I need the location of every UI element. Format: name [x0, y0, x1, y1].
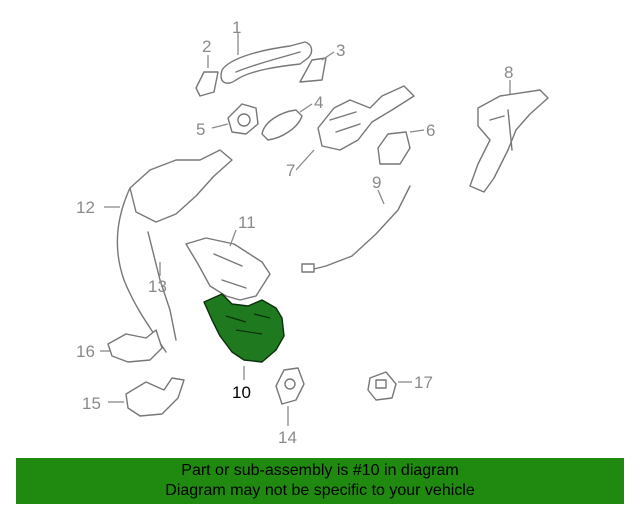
part-8-inner-handle — [469, 89, 549, 193]
callout-6: 6 — [426, 121, 435, 140]
leader-6 — [409, 129, 425, 133]
banner-line-1: Part or sub-assembly is #10 in diagram — [181, 462, 459, 479]
parts-diagram: 1 2 3 4 5 6 7 8 9 — [76, 18, 549, 447]
part-9-cable — [301, 185, 411, 273]
callout-1: 1 — [232, 18, 241, 37]
callout-4: 4 — [314, 93, 323, 112]
callout-11: 11 — [238, 213, 256, 232]
callout-17: 17 — [414, 373, 433, 392]
callout-16: 16 — [76, 342, 95, 361]
info-banner: Part or sub-assembly is #10 in diagram D… — [16, 458, 624, 504]
leader-3 — [321, 51, 335, 61]
callout-7: 7 — [286, 161, 295, 180]
part-4-bezel — [261, 109, 303, 141]
part-16-upper-hinge — [107, 329, 163, 363]
callout-10: 10 — [232, 383, 251, 402]
callout-13: 13 — [148, 277, 167, 296]
callout-2: 2 — [202, 37, 211, 56]
leader-4 — [299, 103, 313, 113]
part-1-outer-handle — [220, 41, 313, 84]
callout-14: 14 — [278, 428, 297, 447]
part-17-switch — [367, 371, 397, 401]
callout-15: 15 — [82, 394, 101, 413]
callout-5: 5 — [196, 120, 205, 139]
callout-8: 8 — [504, 63, 513, 82]
callout-9: 9 — [372, 173, 381, 192]
part-7-handle-bracket — [317, 85, 415, 151]
leader-5 — [211, 123, 229, 129]
leader-9 — [377, 189, 385, 205]
part-5-lock-cylinder — [227, 103, 259, 135]
banner-line-2: Diagram may not be specific to your vehi… — [165, 482, 475, 499]
callout-12: 12 — [76, 198, 95, 217]
part-11-bracket — [185, 237, 271, 301]
part-13-link — [147, 231, 177, 341]
part-15-lower-hinge — [125, 377, 185, 417]
part-6-cover — [377, 131, 411, 165]
leader-7 — [295, 149, 315, 171]
leader-11 — [229, 229, 237, 247]
callout-3: 3 — [336, 41, 345, 60]
part-14-striker — [275, 367, 305, 405]
part-10-door-latch — [203, 293, 285, 363]
part-2-handle-cap — [195, 71, 219, 97]
